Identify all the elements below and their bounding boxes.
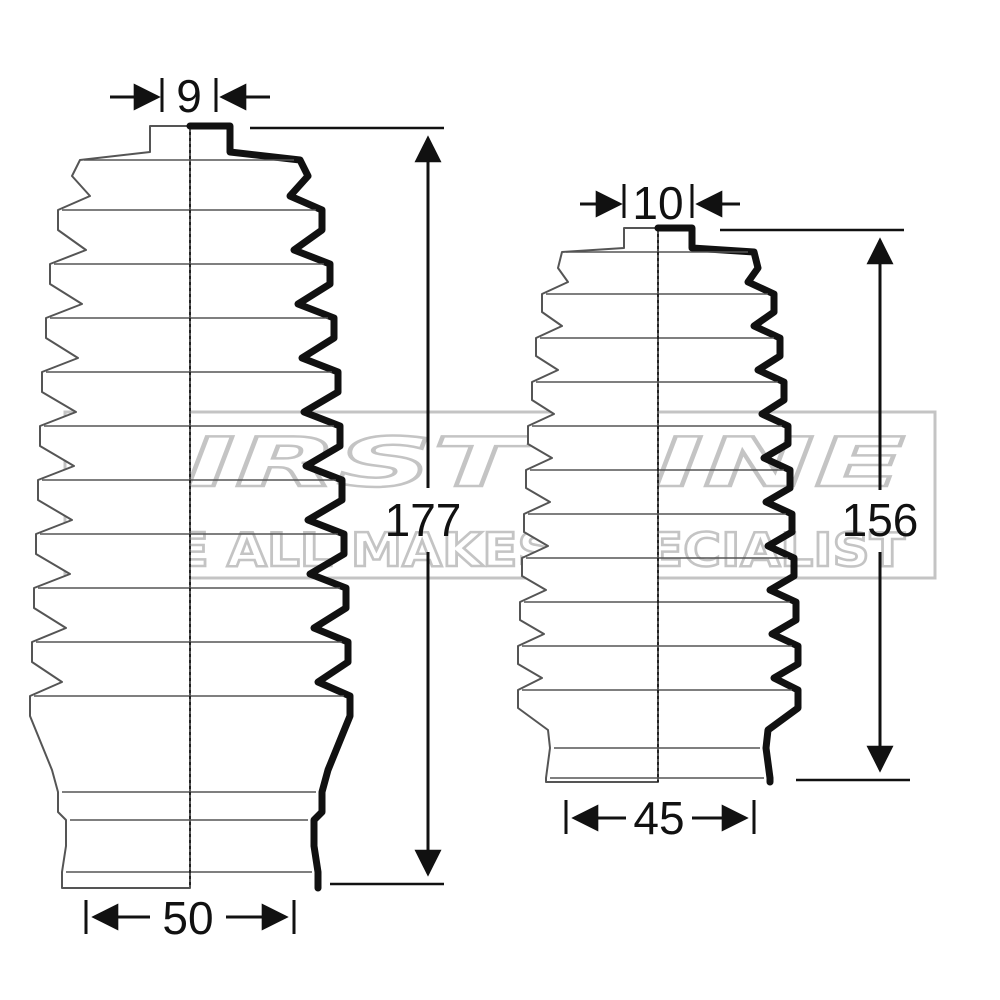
right-boot-left-half (517, 227, 659, 783)
right-dimensions: 10 156 45 (564, 177, 919, 844)
right-right-contour (654, 224, 802, 786)
left-dimensions: 9 177 50 (84, 70, 462, 944)
left-boot (29, 122, 354, 892)
left-left-outline (29, 125, 191, 889)
left-small-diameter-label: 9 (176, 70, 202, 122)
left-length-label: 177 (385, 494, 462, 546)
left-boot-right-half (186, 122, 354, 892)
watermark: FIRST LINE THE ALL MAKES SPECIALIST (63, 410, 937, 580)
right-boot-right-half (654, 224, 802, 786)
left-right-contour (186, 122, 354, 892)
left-large-diameter-label: 50 (162, 892, 213, 944)
right-large-diameter-label: 45 (633, 792, 684, 844)
right-boot (517, 224, 802, 786)
right-small-diameter-label: 10 (632, 177, 683, 229)
right-left-outline (517, 227, 659, 783)
left-boot-left-half (29, 125, 191, 889)
right-length-label: 156 (842, 494, 919, 546)
watermark-brand: FIRST LINE (95, 424, 905, 503)
